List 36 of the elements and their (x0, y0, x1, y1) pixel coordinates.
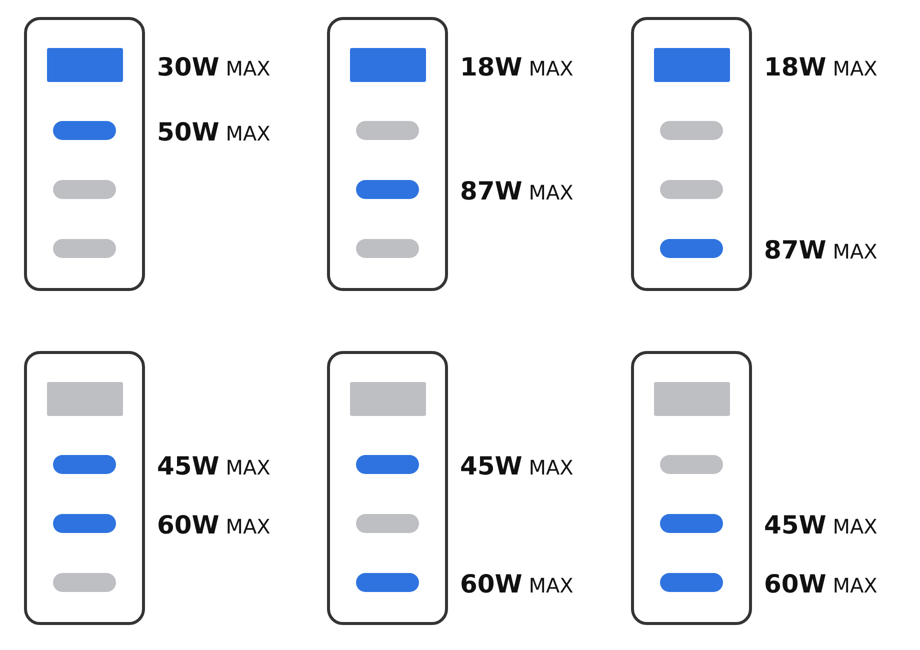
usb-c-port (660, 180, 723, 198)
usb-a-port (47, 48, 123, 82)
usb-c-port (660, 514, 723, 532)
power-label: 50W MAX (157, 120, 270, 144)
usb-c-port (53, 572, 116, 592)
power-label: 60W MAX (764, 572, 878, 596)
usb-a-port (350, 382, 426, 416)
usb-a-port (47, 382, 123, 416)
power-label: 45W MAX (460, 454, 574, 478)
usb-c-port (660, 572, 723, 592)
usb-a-port (350, 48, 426, 82)
usb-c-port (356, 120, 419, 140)
usb-c-port (356, 238, 419, 258)
usb-c-port (53, 120, 116, 140)
usb-c-port (356, 514, 419, 532)
power-label: 87W MAX (460, 178, 574, 204)
usb-c-port (356, 572, 419, 592)
power-label: 18W MAX (460, 54, 574, 80)
power-label: 45W MAX (764, 512, 878, 538)
usb-c-port (53, 238, 116, 258)
usb-a-port (654, 48, 730, 82)
usb-c-port (356, 454, 419, 474)
power-label: 60W MAX (460, 572, 574, 596)
usb-a-port (654, 382, 730, 416)
power-label: 87W MAX (764, 238, 878, 262)
power-label: 30W MAX (157, 54, 270, 80)
power-label: 18W MAX (764, 54, 878, 80)
usb-c-port (660, 120, 723, 140)
power-label: 60W MAX (157, 512, 270, 538)
usb-c-port (53, 180, 116, 198)
usb-c-port (53, 514, 116, 532)
power-label: 45W MAX (157, 454, 270, 478)
usb-c-port (356, 180, 419, 198)
usb-c-port (660, 454, 723, 474)
usb-c-port (53, 454, 116, 474)
usb-c-port (660, 238, 723, 258)
